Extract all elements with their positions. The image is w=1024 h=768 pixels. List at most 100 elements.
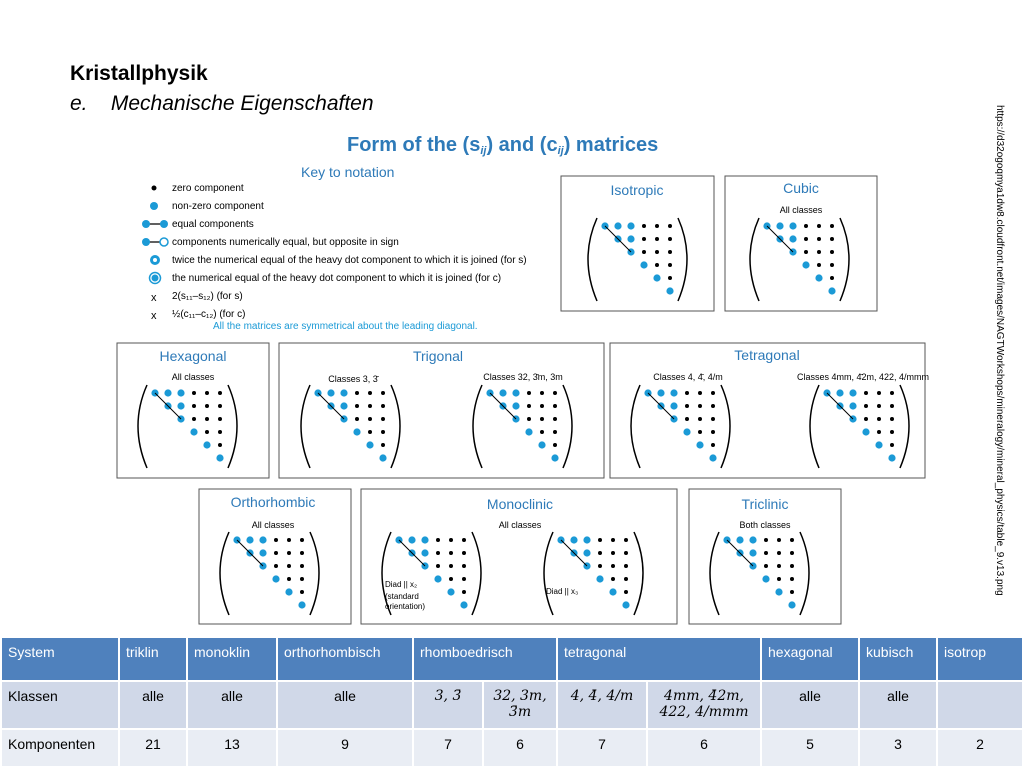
key-labels: zero component non-zero component equal … [172, 183, 527, 332]
zero-dot [274, 564, 278, 568]
matrix-monoclinic-a [381, 531, 482, 616]
nonzero-dot [177, 402, 185, 410]
classes-cubic: All classes [780, 205, 823, 215]
zero-dot [449, 538, 453, 542]
equality-line [398, 539, 426, 567]
table-header-cell: kubisch [860, 638, 936, 680]
mono-note-b: Diad || x₃ [546, 587, 578, 596]
left-bracket [749, 217, 760, 302]
key-title: Key to notation [301, 164, 394, 180]
zero-dot [553, 391, 557, 395]
zero-dot [540, 417, 544, 421]
zero-dot [381, 417, 385, 421]
zero-dot [436, 551, 440, 555]
table-cell-line: 4mm, 4̄2m, [664, 688, 744, 704]
slide-subtitle: e. Mechanische Eigenschaften [70, 92, 374, 116]
table-header-row: System triklin monoklin orthorhombisch r… [2, 638, 1022, 680]
nonzero-dot [583, 536, 591, 544]
table-cell: 4mm, 4̄2m, 422, 4/mmm [648, 682, 760, 728]
zero-dot [611, 551, 615, 555]
table-header-cell: orthorhombisch [278, 638, 412, 680]
table-cell [938, 682, 1022, 728]
zero-dot [764, 538, 768, 542]
matrix-diagrams [137, 217, 910, 616]
left-bracket [472, 384, 483, 469]
nonzero-dot [609, 588, 617, 596]
zero-dot [192, 404, 196, 408]
zero-dot [711, 430, 715, 434]
zero-dot [624, 551, 628, 555]
zero-dot [355, 404, 359, 408]
panel-title-isotropic: Isotropic [611, 182, 664, 198]
key-item: twice the numerical equal of the heavy d… [172, 255, 527, 266]
equality-line [560, 539, 588, 567]
zero-dot [553, 404, 557, 408]
nonzero-dot [849, 389, 857, 397]
nonzero-dot [203, 441, 211, 449]
zero-dot [218, 417, 222, 421]
zero-dot [274, 551, 278, 555]
zero-dot [368, 391, 372, 395]
nonzero-dot [340, 402, 348, 410]
panel-title-cubic: Cubic [783, 180, 819, 196]
matrix-figure: Form of the (sij) and (cij) matrices Key… [116, 134, 929, 625]
zero-dot [668, 276, 672, 280]
nonzero-dot [460, 601, 468, 609]
zero-dot [436, 538, 440, 542]
panel-title-orthorhombic: Orthorhombic [231, 494, 316, 510]
table-cell: alle [188, 682, 276, 728]
key-glyphs: x x [142, 185, 169, 322]
nonzero-dot [614, 222, 622, 230]
equality-line [604, 225, 632, 253]
zero-dot [611, 538, 615, 542]
zero-dot [368, 430, 372, 434]
nonzero-dot [749, 549, 757, 557]
table-header-cell: System [2, 638, 118, 680]
zero-dot [817, 237, 821, 241]
zero-dot [462, 564, 466, 568]
zero-dot [655, 263, 659, 267]
nonzero-dot [836, 389, 844, 397]
subtitle-text: Mechanische Eigenschaften [110, 92, 374, 115]
zero-dot [642, 224, 646, 228]
zero-dot [877, 404, 881, 408]
zero-dot [205, 417, 209, 421]
zero-dot [611, 564, 615, 568]
right-bracket [839, 217, 850, 302]
right-bracket [562, 384, 573, 469]
key-item: zero component [172, 183, 244, 194]
zero-dot [355, 417, 359, 421]
nonzero-dot [298, 601, 306, 609]
table-cell: alle [278, 682, 412, 728]
table-header-cell: hexagonal [762, 638, 858, 680]
zero-dot [685, 404, 689, 408]
nonzero-dot [379, 454, 387, 462]
zero-dot [300, 564, 304, 568]
zero-dot [668, 224, 672, 228]
table-cell: 3, 3̄ [414, 682, 482, 728]
equality-line [154, 392, 182, 420]
classes-trigonal-b: Classes 32, 3̄m, 3m [483, 372, 563, 382]
matrix-hexagonal [137, 384, 238, 469]
zero-dot [790, 551, 794, 555]
zero-dot [830, 263, 834, 267]
figure-title-sub2: ij [558, 145, 565, 157]
nonzero-dot [627, 222, 635, 230]
left-bracket [709, 531, 720, 616]
table-header-cell: isotrop [938, 638, 1022, 680]
table-row-komponenten: Komponenten 21 13 9 7 6 7 6 5 3 2 [2, 730, 1022, 766]
right-bracket [799, 531, 810, 616]
source-url-container: https://d32ogoqmya1dw8.cloudfront.net/im… [994, 105, 1023, 630]
figure-title-c: ) matrices [564, 134, 659, 156]
nonzero-dot [570, 536, 578, 544]
right-bracket [633, 531, 644, 616]
zero-dot [598, 551, 602, 555]
zero-dot [655, 237, 659, 241]
nonzero-dot [762, 575, 770, 583]
zero-dot [877, 391, 881, 395]
zero-dot [685, 417, 689, 421]
table-cell: 21 [120, 730, 186, 766]
zero-dot [711, 391, 715, 395]
equality-line [317, 392, 345, 420]
equality-line [766, 225, 794, 253]
